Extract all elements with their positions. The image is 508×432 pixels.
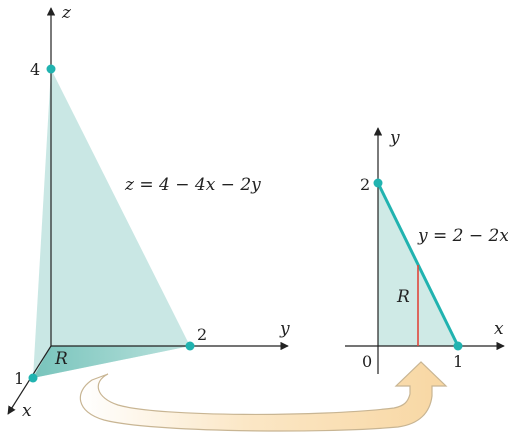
- boundary-line: [376, 182, 460, 347]
- plane-equation: z = 4 − 4x − 2y: [124, 175, 261, 195]
- x-tick-label: 1: [14, 369, 24, 388]
- z-tick-label: 4: [30, 60, 40, 79]
- point-x-1-2d: [453, 341, 463, 351]
- region-r-label: R: [54, 349, 68, 369]
- transition-arrow: [79, 361, 448, 432]
- plane-surface: [33, 69, 190, 378]
- left-3d-figure: z 4 2 y 1 x R z = 4 − 4x − 2y: [7, 3, 290, 421]
- point-z-4: [46, 64, 56, 74]
- right-2d-figure: y 2 x 1 0 R y = 2 − 2x: [345, 127, 508, 374]
- y-tick-label: 2: [197, 325, 207, 344]
- point-y-2: [185, 341, 195, 351]
- point-y-2-2d: [373, 178, 383, 188]
- point-x-1: [28, 373, 38, 383]
- y-axis-label: y: [279, 319, 290, 339]
- x-axis-label-2d: x: [494, 319, 504, 339]
- origin-label: 0: [362, 352, 372, 371]
- y-tick-label-2d: 2: [360, 175, 370, 194]
- z-axis-label: z: [61, 3, 72, 23]
- x-tick-label-2d: 1: [453, 352, 463, 371]
- y-axis-label-2d: y: [389, 128, 400, 148]
- line-equation: y = 2 − 2x: [417, 226, 508, 246]
- region-r-3d: [33, 346, 190, 378]
- region-r-label-2d: R: [396, 287, 410, 307]
- x-axis-label: x: [22, 401, 32, 421]
